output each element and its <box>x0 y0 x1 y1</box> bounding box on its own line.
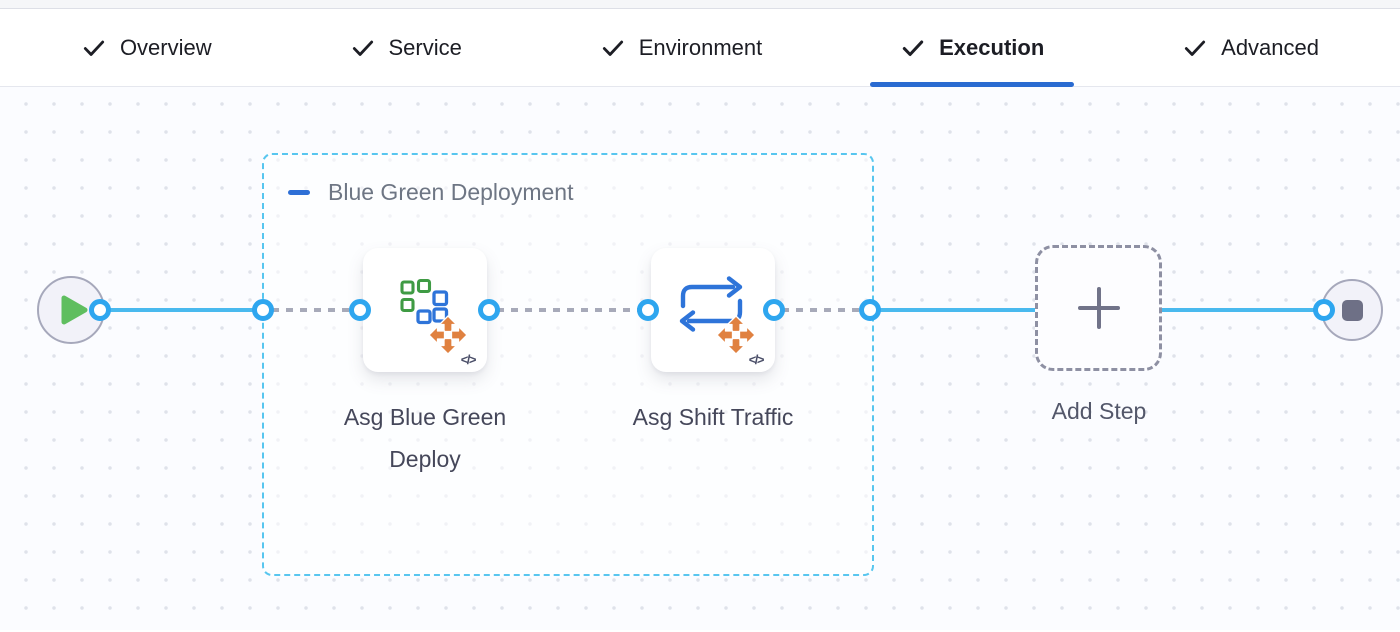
tab-service[interactable]: Service <box>320 9 492 86</box>
port-group-in <box>252 299 274 321</box>
tab-environment[interactable]: Environment <box>570 9 793 86</box>
code-icon: </> <box>748 352 765 367</box>
step-asg-shift-traffic[interactable]: </> <box>651 248 775 372</box>
port-step2-out <box>763 299 785 321</box>
tab-label: Environment <box>638 34 763 60</box>
connector-step2-to-group-edge <box>782 308 862 312</box>
port-end-in <box>1313 299 1335 321</box>
port-step1-out <box>478 299 500 321</box>
step-label-asg-shift-traffic: Asg Shift Traffic <box>632 404 794 430</box>
tab-label: Advanced <box>1221 34 1319 60</box>
top-strip <box>0 0 1400 9</box>
port-start-out <box>89 299 111 321</box>
move-icon <box>716 315 756 355</box>
execution-pipeline-canvas[interactable]: Blue Green Deployment <box>0 87 1400 630</box>
step-asg-blue-green-deploy[interactable]: </> <box>363 248 487 372</box>
check-icon <box>600 35 626 61</box>
tab-label: Service <box>388 34 462 60</box>
connector-group-to-add-step <box>868 308 1038 312</box>
check-icon <box>900 35 926 61</box>
connector-start-to-group <box>104 308 265 312</box>
collapse-group-button[interactable] <box>288 190 310 195</box>
play-icon <box>61 295 88 325</box>
port-step2-in <box>637 299 659 321</box>
connector-step1-to-step2 <box>497 308 640 312</box>
move-icon <box>428 315 468 355</box>
asg-shift-traffic-icon <box>679 276 756 355</box>
stage-group-header: Blue Green Deployment <box>288 179 573 206</box>
tab-advanced[interactable]: Advanced <box>1152 9 1349 86</box>
step-label-asg-blue-green-deploy: Asg Blue Green Deploy <box>343 404 507 472</box>
check-icon <box>1182 35 1208 61</box>
check-icon <box>81 35 107 61</box>
connector-add-step-to-end <box>1159 308 1325 312</box>
tab-label: Overview <box>119 34 212 60</box>
add-step-button[interactable] <box>1035 245 1162 371</box>
stage-config-tabs: Overview Service Environment Execution A… <box>0 9 1400 87</box>
port-group-out <box>859 299 881 321</box>
asg-blue-green-deploy-icon <box>400 278 468 355</box>
port-step1-in <box>349 299 371 321</box>
add-step-label: Add Step <box>1051 398 1147 424</box>
stop-icon <box>1341 299 1363 321</box>
tab-execution[interactable]: Execution <box>870 9 1075 87</box>
tab-label: Execution <box>939 34 1045 60</box>
code-icon: </> <box>460 352 477 367</box>
plus-icon <box>1077 287 1120 329</box>
stage-group-blue-green-deployment: Blue Green Deployment <box>262 153 874 576</box>
active-tab-indicator <box>870 82 1075 87</box>
pipeline-start-node <box>37 276 105 344</box>
tab-overview[interactable]: Overview <box>51 9 242 86</box>
stage-group-label: Blue Green Deployment <box>328 179 574 205</box>
check-icon <box>350 35 376 61</box>
connector-group-to-step1 <box>272 308 352 312</box>
